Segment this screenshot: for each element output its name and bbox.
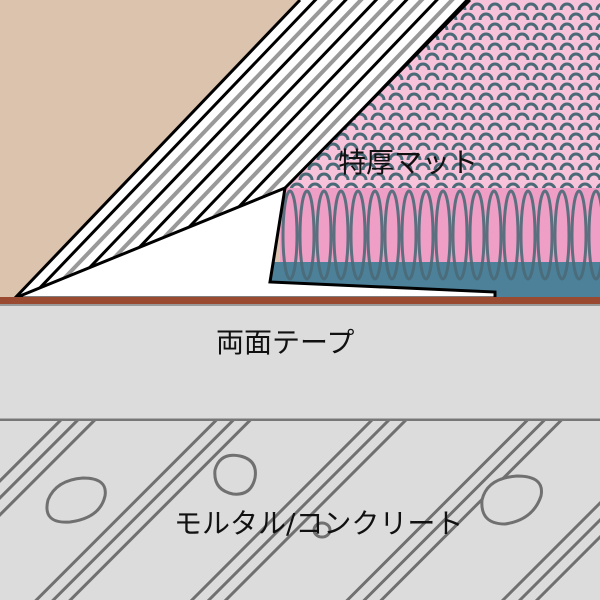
mat-top-layer xyxy=(285,0,600,190)
tape-band xyxy=(0,304,600,420)
pebble xyxy=(480,474,543,526)
spring-coil xyxy=(468,189,486,281)
pebble xyxy=(312,521,332,539)
concrete-layer xyxy=(0,421,600,600)
spring-coil xyxy=(417,189,435,281)
spring-coil xyxy=(281,189,299,281)
spring-coil xyxy=(553,189,571,281)
ramp-stripe xyxy=(21,0,425,298)
spring-coil xyxy=(570,189,588,281)
spring-coil xyxy=(485,189,503,281)
ramp-stripe xyxy=(37,0,440,298)
spring-coil xyxy=(502,189,520,281)
spring-coil xyxy=(332,189,350,281)
ramp-stripe xyxy=(92,0,470,298)
spring-coil xyxy=(536,189,554,281)
spring-coil xyxy=(451,189,469,281)
double-sided-tape-strip xyxy=(0,297,600,304)
mat-spring-layer xyxy=(270,188,600,298)
spring-coil xyxy=(349,189,367,281)
tape-label: 両面テープ xyxy=(216,326,354,359)
spring-coil xyxy=(587,189,600,281)
spring-coil xyxy=(400,189,418,281)
spring-coil xyxy=(366,189,384,281)
spring-coil xyxy=(298,189,316,281)
spring-coil xyxy=(519,189,537,281)
spring-coil xyxy=(315,189,333,281)
substrate-label: モルタル/コンクリート xyxy=(174,507,463,540)
ramp-stripe xyxy=(29,0,433,298)
pebble xyxy=(213,453,257,496)
spring-coil xyxy=(383,189,401,281)
mat-label: 特厚マット xyxy=(338,146,478,179)
spring-coil xyxy=(434,189,452,281)
pebble xyxy=(45,476,107,524)
